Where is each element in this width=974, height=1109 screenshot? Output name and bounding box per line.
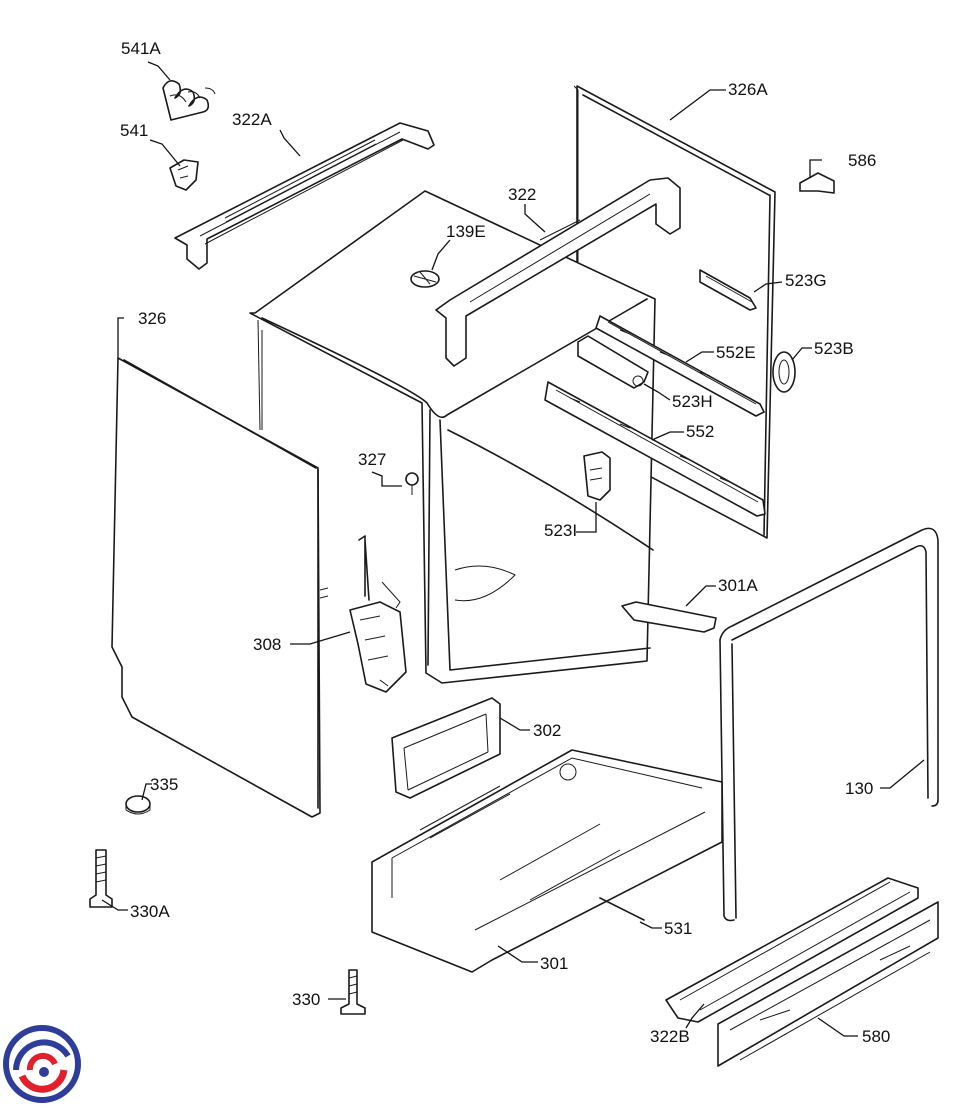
part-552-rail: [544, 381, 766, 517]
part-326-left-panel: [111, 357, 329, 818]
callout-327: 327: [358, 450, 387, 469]
callout-552: 552: [686, 422, 715, 441]
part-580-support: [717, 901, 939, 1067]
callout-330A: 330A: [130, 902, 170, 921]
part-302-frame: [391, 697, 501, 799]
part-335-nut: [125, 795, 151, 815]
callout-130: 130: [845, 779, 874, 798]
brand-logo-icon: [3, 1025, 81, 1103]
callout-326A: 326A: [728, 80, 768, 99]
part-330-screw: [340, 969, 366, 1015]
part-541-bracket: [169, 159, 199, 191]
part-523H-bracket: [577, 335, 649, 389]
leader-lines: [101, 61, 925, 1037]
part-586-clip: [799, 172, 835, 194]
callout-308: 308: [253, 635, 282, 654]
callout-541: 541: [120, 121, 149, 140]
callout-335: 335: [150, 775, 179, 794]
part-130-gasket: [719, 527, 939, 922]
callout-139E: 139E: [446, 222, 486, 241]
callout-552E: 552E: [716, 343, 756, 362]
callout-330: 330: [292, 990, 321, 1009]
callout-523I: 523I: [544, 521, 578, 540]
part-523G-bar: [699, 269, 757, 311]
callout-322: 322: [508, 185, 537, 204]
callout-322A: 322A: [232, 110, 272, 129]
part-327-pin: [405, 472, 419, 495]
part-tub-cabinet: [249, 190, 656, 684]
callout-301A: 301A: [718, 576, 758, 595]
part-523I-latch: [583, 451, 611, 501]
callout-541A: 541A: [121, 39, 161, 58]
callout-523H: 523H: [672, 392, 713, 411]
callout-322B: 322B: [650, 1027, 690, 1046]
part-139E-cap: [410, 270, 440, 288]
callout-580: 580: [862, 1027, 891, 1046]
part-541A-clip: [162, 80, 216, 121]
part-330A-screw: [89, 849, 113, 908]
callout-301: 301: [540, 954, 569, 973]
part-301A-cover: [621, 601, 717, 633]
callout-523G: 523G: [785, 271, 827, 290]
callout-523B: 523B: [814, 339, 854, 358]
part-523B-ring: [772, 351, 796, 393]
part-308-hinge: [349, 535, 407, 693]
part-531-rod: [599, 897, 645, 921]
callout-326: 326: [138, 309, 167, 328]
part-322B-rail: [665, 877, 919, 1023]
callout-302: 302: [533, 721, 562, 740]
part-322-crossbar: [435, 177, 681, 367]
callout-586: 586: [848, 151, 877, 170]
part-552E-rail: [595, 315, 765, 417]
part-322A-rail: [174, 122, 435, 270]
callout-531: 531: [664, 919, 693, 938]
